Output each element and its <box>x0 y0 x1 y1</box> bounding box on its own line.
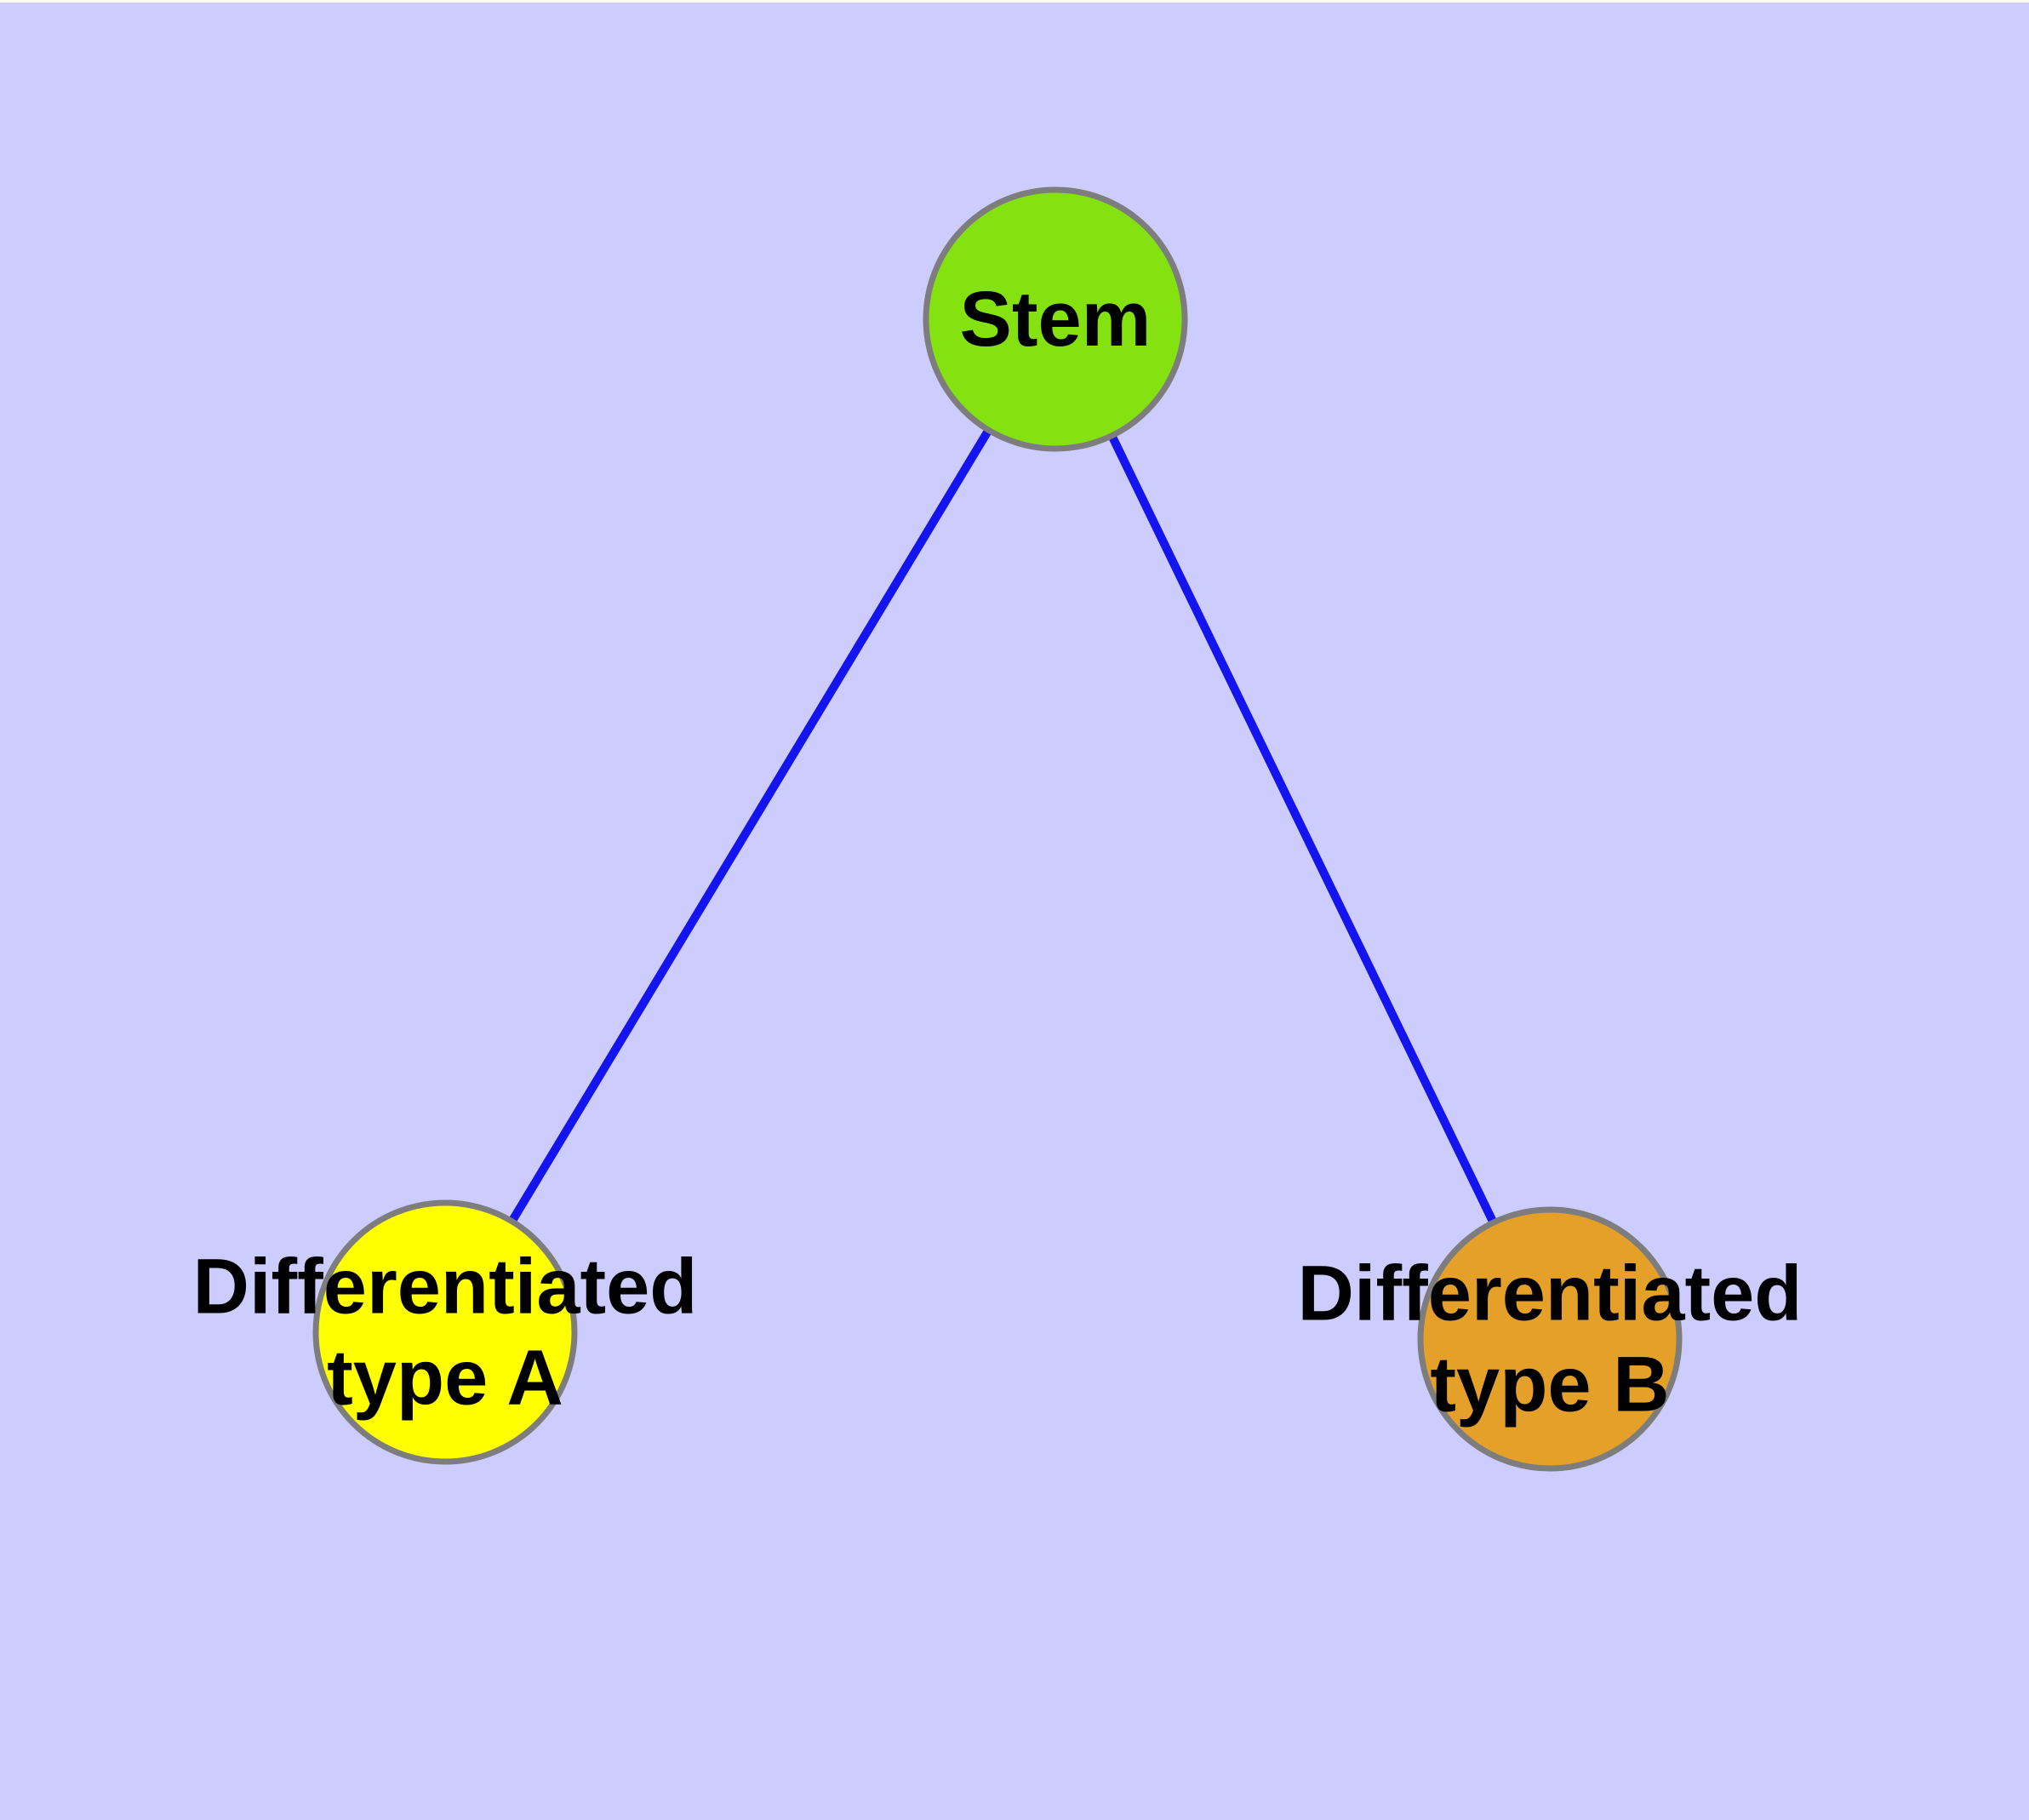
node-type-b-label-line-2: type B <box>1430 1342 1669 1428</box>
node-type-a-label-line-1: Differentiated <box>193 1244 698 1331</box>
edge-stem-type-a <box>441 317 1060 1335</box>
node-type-a-label-line-2: type A <box>327 1335 563 1422</box>
node-stem <box>923 186 1188 452</box>
top-margin <box>0 0 2029 3</box>
node-stem-label: Stem <box>960 276 1152 363</box>
node-type-b <box>1417 1206 1683 1472</box>
edge-stem-type-b <box>1051 317 1554 1342</box>
node-type-a <box>312 1199 578 1465</box>
node-type-b-label-line-1: Differentiated <box>1298 1251 1803 1337</box>
node-stem-label-line-1: Stem <box>960 276 1152 363</box>
